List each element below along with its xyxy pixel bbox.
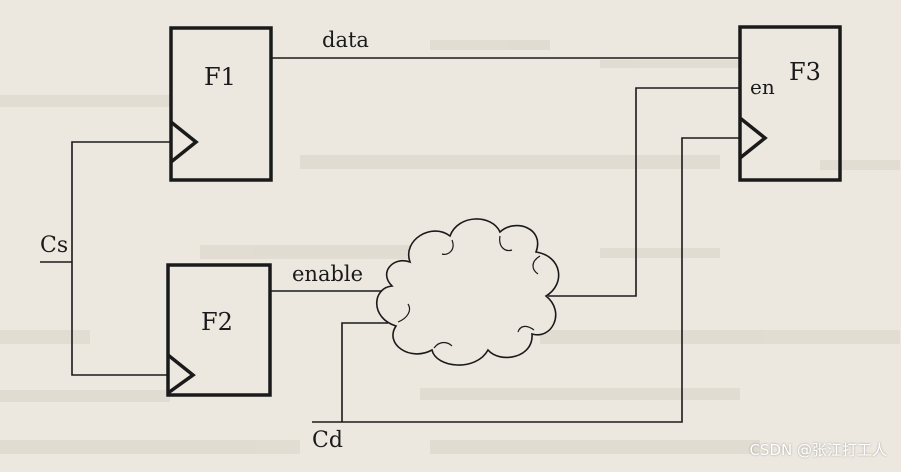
f2-clock-triangle xyxy=(166,353,196,395)
logic-cloud xyxy=(376,218,560,366)
watermark: CSDN @张江打工人 xyxy=(749,441,887,459)
f3-en-pin-label: en xyxy=(750,75,775,99)
cd-clock-label: Cd xyxy=(312,428,343,453)
f2-label: F2 xyxy=(201,308,233,336)
f3-label: F3 xyxy=(789,58,821,86)
en-wire xyxy=(548,87,740,297)
block-f3 xyxy=(738,25,842,182)
f3-clock-triangle xyxy=(738,116,768,160)
data-signal-label: data xyxy=(322,28,369,52)
cd-clock-wire xyxy=(312,137,740,423)
cs-clock-wire xyxy=(71,141,171,376)
enable-signal-label: enable xyxy=(292,262,363,286)
cs-clock-label: Cs xyxy=(40,233,68,258)
block-f2 xyxy=(166,263,272,397)
cd-to-cloud-wire xyxy=(341,322,388,422)
f1-label: F1 xyxy=(204,63,236,91)
block-f1 xyxy=(169,26,273,182)
f1-clock-triangle xyxy=(169,120,199,164)
